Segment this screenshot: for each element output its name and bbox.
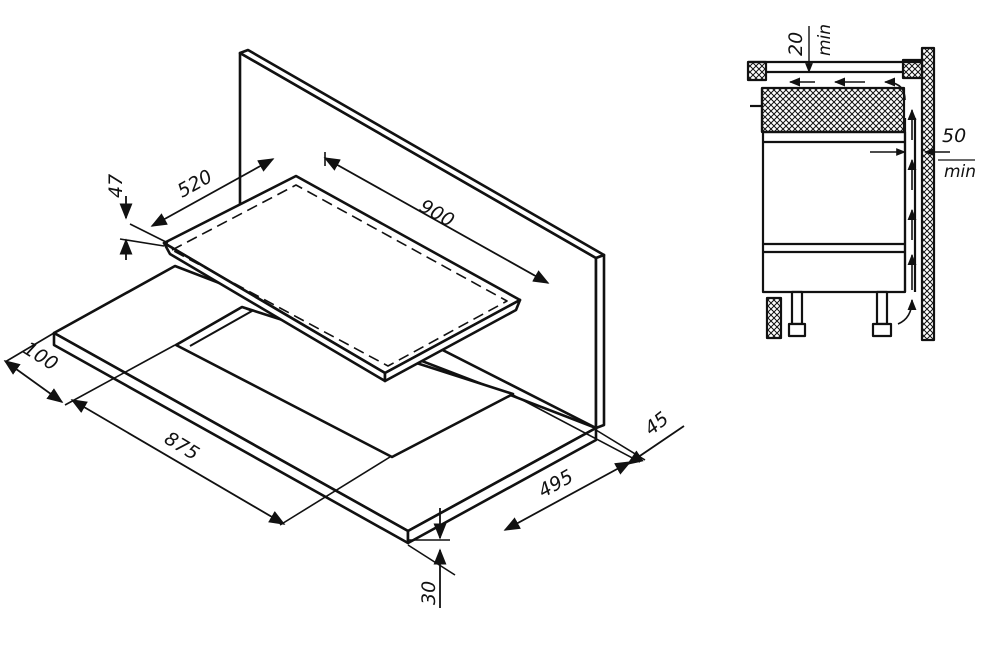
dim-line-900 xyxy=(323,157,550,284)
dim-label-30: 30 xyxy=(418,581,440,605)
dim-label-45: 45 xyxy=(641,408,674,440)
cabinet-side-lower xyxy=(765,296,783,340)
dim-line-45 xyxy=(626,425,685,465)
top-clearance-unit: min xyxy=(815,24,835,56)
dimension-lines xyxy=(3,157,685,608)
rear-clearance-unit: min xyxy=(944,162,976,182)
airflow-arrows xyxy=(788,77,917,325)
dim-label-47: 47 xyxy=(105,174,127,198)
cabinet xyxy=(761,130,907,294)
top-clearance-value: 20 xyxy=(785,32,807,56)
rear-wall xyxy=(920,46,936,342)
dim-label-875: 875 xyxy=(160,427,202,465)
side-section-view: 20 min 50 min xyxy=(746,24,976,342)
rear-clearance-value: 50 xyxy=(942,125,966,147)
hob-body xyxy=(760,86,906,134)
clearance-labels: 20 min 50 min xyxy=(785,24,976,182)
worktop-right xyxy=(901,58,924,80)
dim-line-875 xyxy=(70,399,286,525)
dim-label-520: 520 xyxy=(174,166,216,203)
dim-line-100 xyxy=(3,360,64,403)
dim-line-495 xyxy=(503,461,632,531)
dim-line-520 xyxy=(150,158,275,227)
worktop-left xyxy=(746,60,768,82)
isometric-view: 900 520 47 100 875 495 45 30 xyxy=(3,48,685,608)
